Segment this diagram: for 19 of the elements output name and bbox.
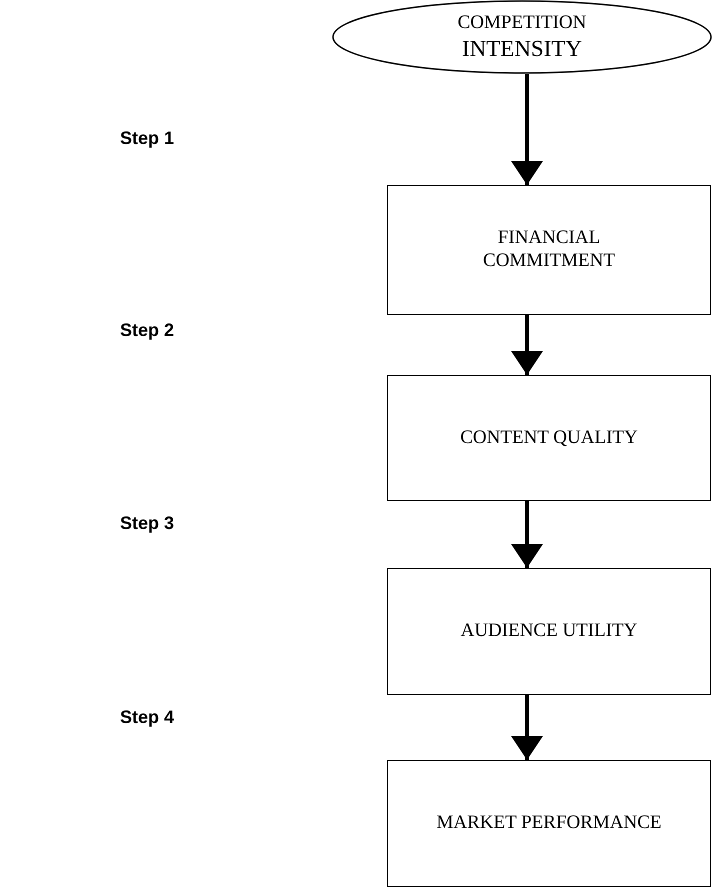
node-text: MARKET PERFORMANCE (436, 812, 662, 835)
node-text: COMPETITION (458, 12, 586, 35)
process-box (387, 568, 711, 695)
step-label: Step 4 (120, 707, 174, 728)
step-label: Step 2 (120, 320, 174, 341)
node-text: CONTENT QUALITY (460, 426, 638, 450)
arrow (511, 315, 543, 375)
process-box (387, 760, 711, 887)
arrow (511, 695, 543, 760)
start-ellipse (332, 0, 712, 74)
node-text: FINANCIAL COMMITMENT (482, 227, 616, 273)
step-label: Step 3 (120, 513, 174, 534)
node-text: INTENSITY (462, 34, 582, 62)
node-text: AUDIENCE UTILITY (460, 620, 638, 643)
step-label: Step 1 (120, 128, 174, 149)
process-box (387, 375, 711, 501)
process-box (387, 185, 711, 315)
arrow (511, 501, 543, 568)
arrow (511, 74, 543, 185)
